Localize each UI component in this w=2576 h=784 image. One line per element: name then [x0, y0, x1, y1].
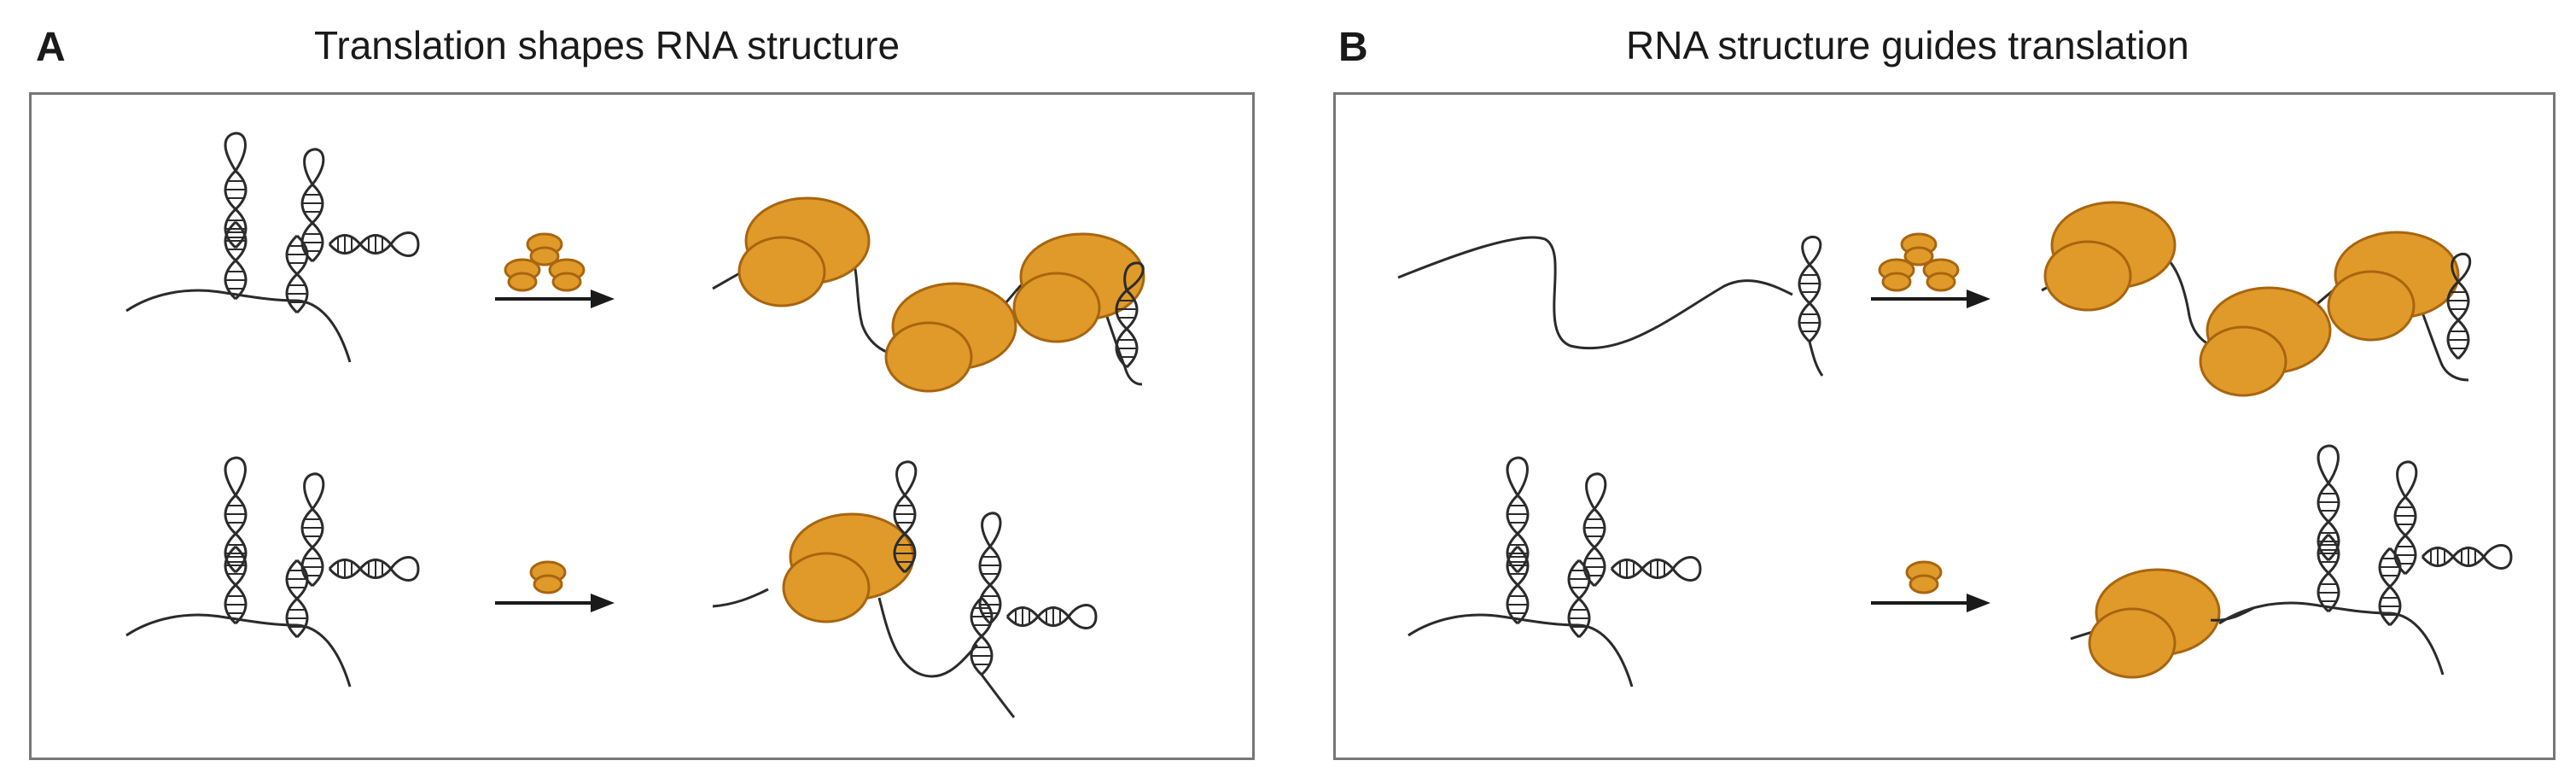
- panel-a-bottom-arrow-icon: [493, 592, 616, 614]
- panel-b-top-unstructured-rna: [1397, 235, 1824, 377]
- panel-a-bottom-ribosome-icon: [529, 560, 567, 594]
- panel-b-frame: [1333, 92, 2556, 760]
- panel-a-title: Translation shapes RNA structure: [314, 23, 900, 67]
- panel-b-bottom-structured-rna: [1408, 458, 1700, 687]
- panel-b-title: RNA structure guides translation: [1626, 23, 2189, 67]
- panel-b-bottom-ribosome-icon: [1905, 560, 1943, 594]
- panel-b-top-polysome: [2041, 201, 2472, 397]
- panel-a-bottom-structured-rna: [126, 458, 418, 687]
- panel-b-top-arrow-icon: [1869, 288, 1992, 310]
- panel-b-bottom-arrow-icon: [1869, 592, 1992, 614]
- panel-a-top-polysome: [712, 196, 1145, 393]
- panel-a-letter: A: [36, 25, 66, 70]
- panel-b-top-ribosome-group-icon: [1878, 232, 1960, 292]
- panel-b-letter: B: [1338, 25, 1368, 70]
- panel-a-frame: [29, 92, 1255, 760]
- panel-a-top-structured-rna: [126, 133, 418, 362]
- panel-a-top-arrow-icon: [493, 288, 616, 310]
- panel-b-bottom-initiation: [2070, 446, 2511, 679]
- panel-a-top-ribosome-group-icon: [504, 232, 586, 292]
- panel-a-bottom-partial-translation: [712, 460, 1098, 718]
